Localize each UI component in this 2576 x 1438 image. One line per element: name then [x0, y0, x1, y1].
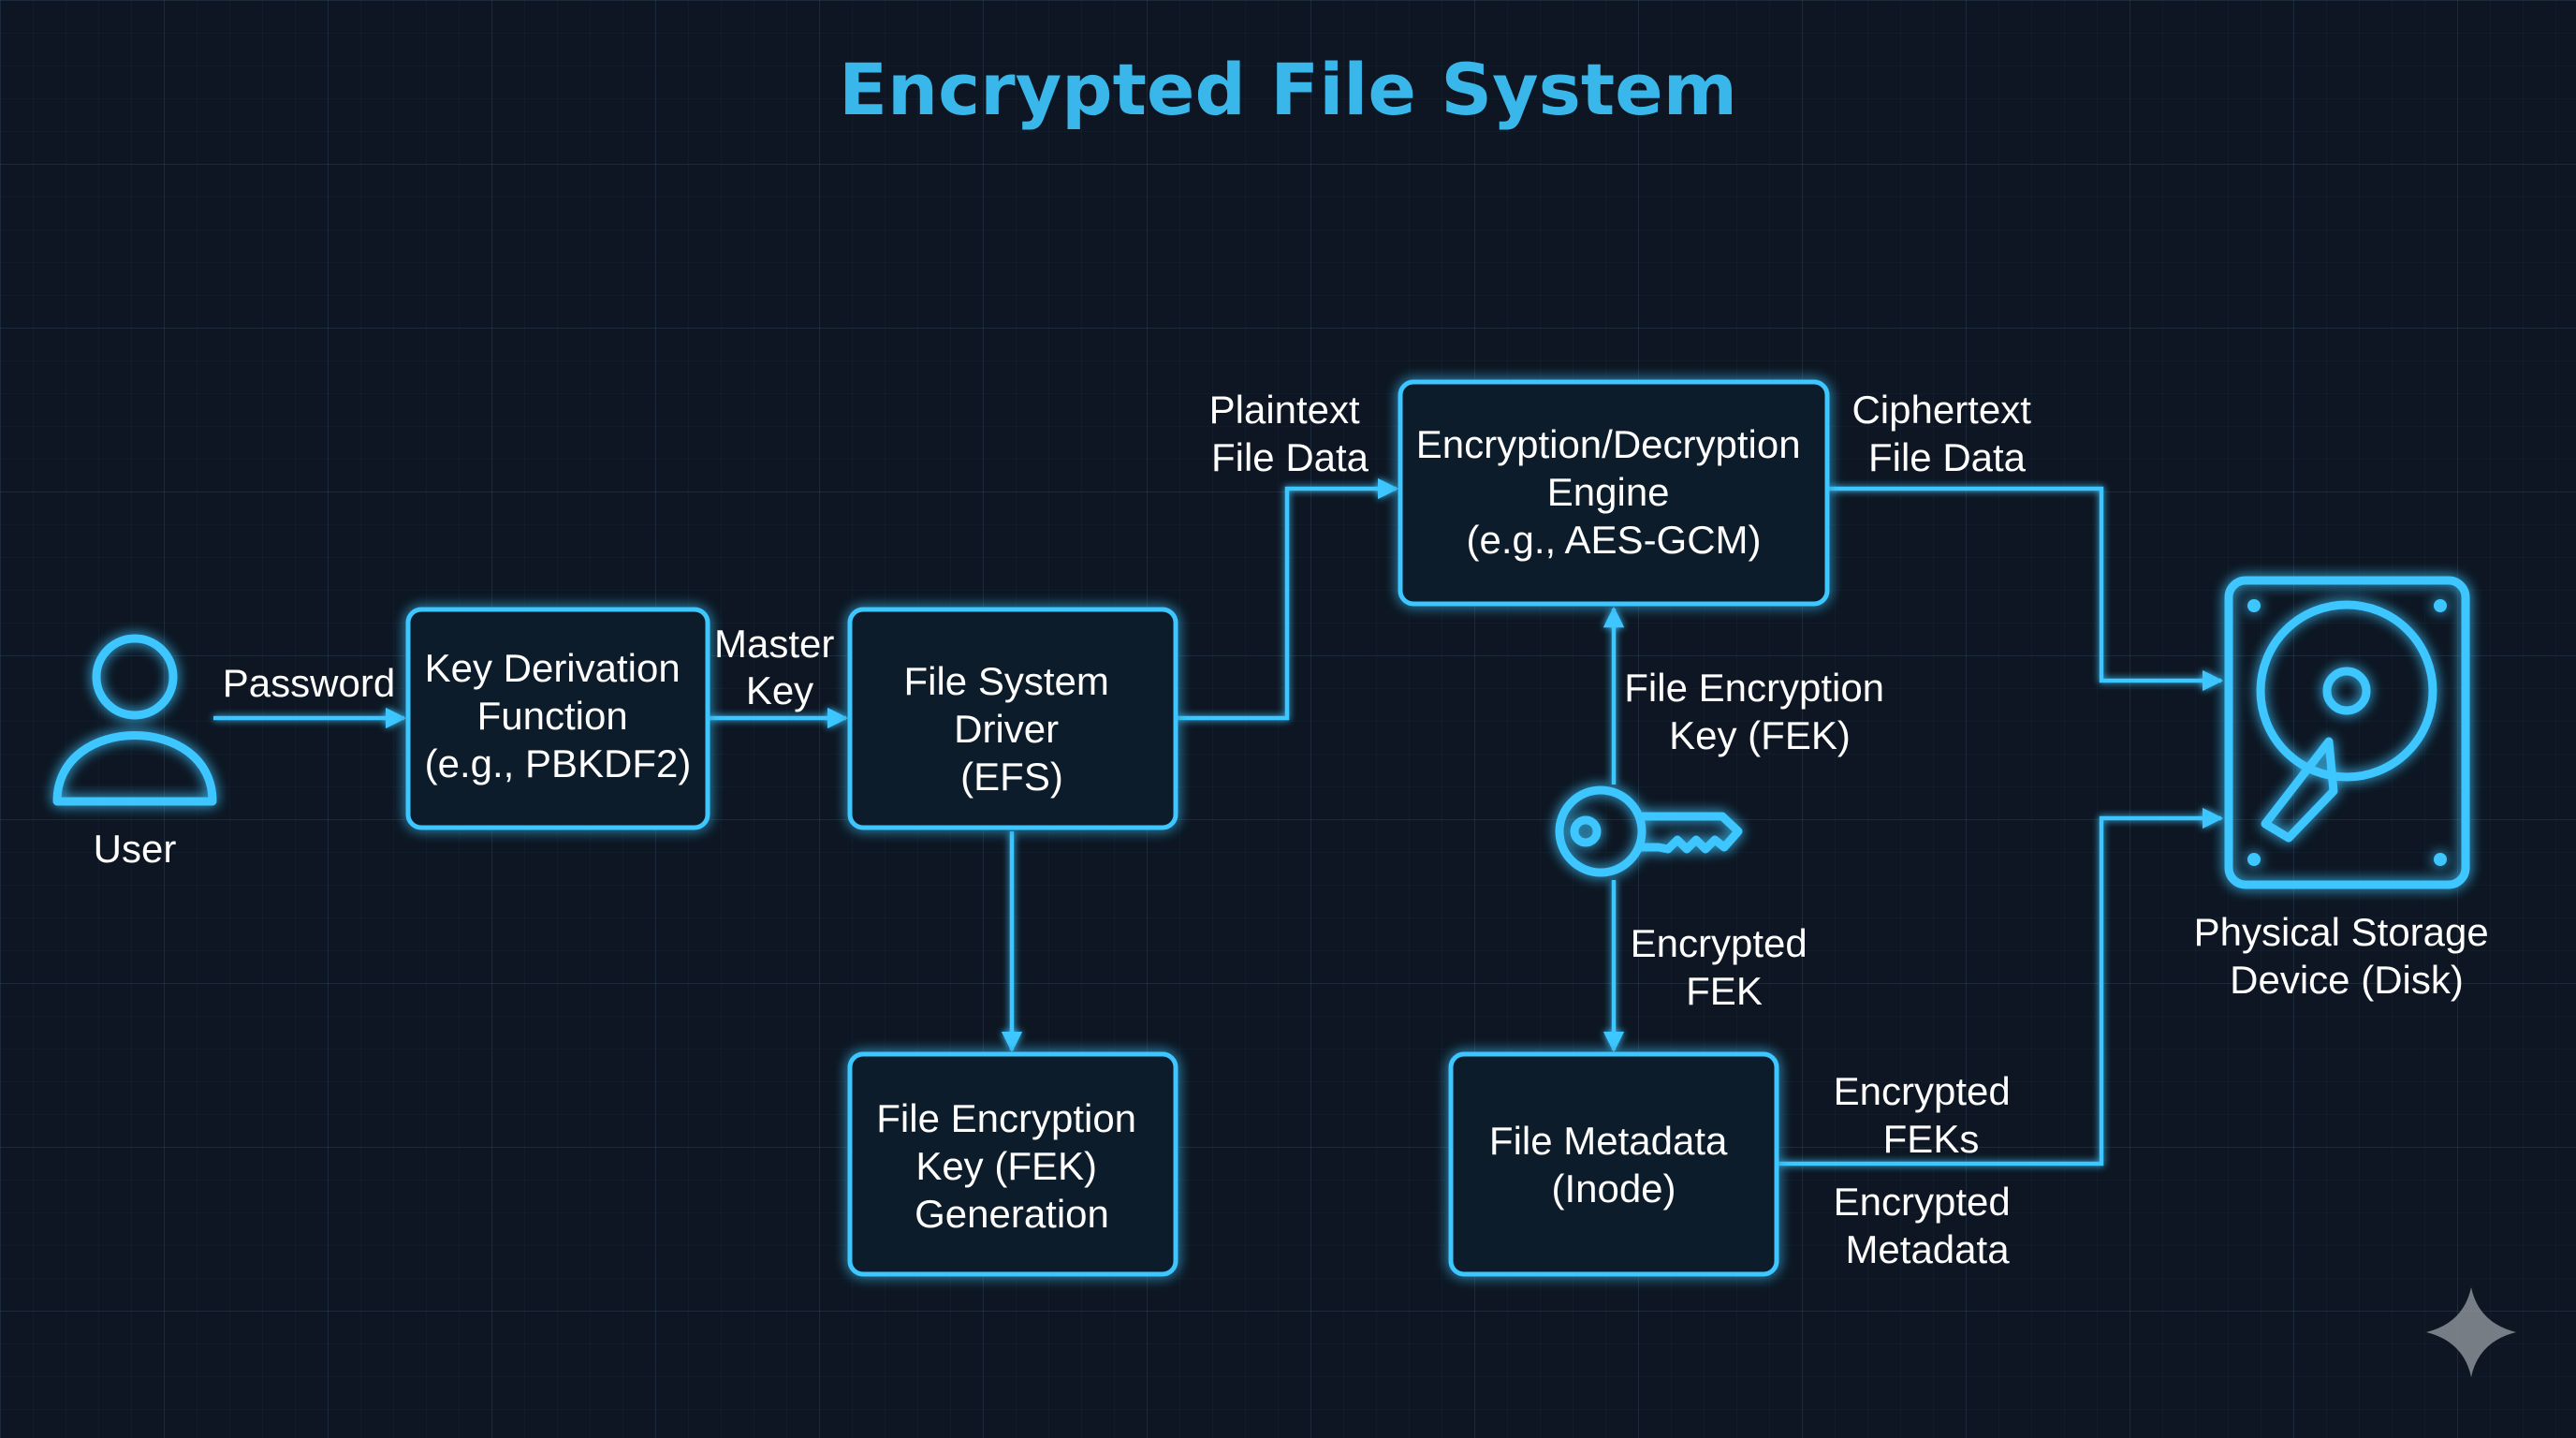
svg-text:Master Key: Master Key [714, 622, 845, 712]
engine-box: Encryption/Decryption Engine (e.g., AES-… [1398, 379, 1830, 607]
kdf-line-3: (e.g., PBKDF2) [425, 741, 692, 785]
label-ciphertext-2: File Data [1868, 435, 2027, 479]
connectors [213, 477, 2224, 1167]
fekgen-line-1: File Encryption [876, 1096, 1136, 1140]
label-encrypted-fek-1: Encrypted [1631, 921, 1808, 965]
metadata-line-1: File Metadata [1489, 1119, 1728, 1163]
key-icon [1555, 785, 1743, 877]
fs-driver-box: File System Driver (EFS) [847, 607, 1178, 830]
label-encrypted-metadata-2: Metadata [1845, 1227, 2010, 1271]
label-master-key-1: Master [714, 622, 834, 666]
arrow-plaintext [1176, 477, 1399, 721]
svg-text:Ciphertext File Data: Ciphertext File Data [1852, 388, 2042, 479]
label-encrypted-metadata-1: Encrypted [1834, 1180, 2011, 1224]
svg-text:Encryption/Decryption En: Encryption/Decryption Engine (e.g., AES-… [1416, 422, 1812, 562]
svg-text:Encrypted FEK: Encrypted FEK [1631, 921, 1819, 1013]
svg-text:Encrypted Metadata: Encrypted Metadata [1834, 1180, 2022, 1271]
svg-text:File Encryption Key (FEK: File Encryption Key (FEK) Generation [876, 1096, 1147, 1236]
fek-generation-box: File Encryption Key (FEK) Generation [847, 1051, 1178, 1277]
driver-line-1: File System [903, 659, 1108, 703]
storage-line-1: Physical Storage [2194, 910, 2489, 954]
kdf-box: Key Derivation Function (e.g., PBKDF2) [405, 607, 710, 830]
page-title: Encrypted File System [839, 48, 1737, 131]
label-plaintext-1: Plaintext [1209, 388, 1360, 432]
svg-text:Physical Storage Device (D: Physical Storage Device (Disk) [2194, 910, 2500, 1002]
label-master-key-2: Key [746, 668, 813, 712]
engine-line-1: Encryption/Decryption [1416, 422, 1801, 466]
label-fek-1: File Encryption [1624, 666, 1884, 710]
label-fek-2: Key (FEK) [1669, 713, 1851, 757]
label-plaintext-2: File Data [1211, 435, 1369, 479]
sparkle-icon [2426, 1287, 2516, 1377]
metadata-line-2: (Inode) [1551, 1167, 1676, 1211]
fekgen-line-2: Key (FEK) [915, 1144, 1097, 1188]
storage-line-2: Device (Disk) [2230, 958, 2464, 1002]
arrow-metadata-to-disk [1777, 807, 2224, 1167]
svg-text:Encrypted FEKs: Encrypted FEKs [1834, 1069, 2022, 1161]
label-encrypted-feks-2: FEKs [1883, 1117, 1980, 1161]
driver-line-3: (EFS) [960, 755, 1063, 799]
kdf-line-1: Key Derivation [425, 646, 681, 690]
engine-line-3: (e.g., AES-GCM) [1466, 518, 1761, 562]
label-password: Password [223, 661, 395, 705]
engine-line-2: Engine [1547, 470, 1670, 514]
metadata-box: File Metadata (Inode) [1448, 1051, 1779, 1277]
label-encrypted-feks-1: Encrypted [1834, 1069, 2011, 1113]
svg-text:Plaintext File Data: Plaintext File Data [1209, 388, 1371, 479]
arrow-ciphertext [1827, 486, 2224, 692]
svg-text:File Encryption Key (FEK): File Encryption Key (FEK) [1624, 666, 1895, 757]
user-icon [52, 634, 217, 806]
label-ciphertext-1: Ciphertext [1852, 388, 2031, 432]
kdf-line-2: Function [477, 694, 628, 738]
svg-text:File Metadata (Inode): File Metadata (Inode) [1489, 1119, 1738, 1211]
fekgen-line-3: Generation [915, 1192, 1109, 1236]
driver-line-2: Driver [954, 707, 1059, 751]
svg-text:File System Driver: File System Driver (EFS) [903, 659, 1120, 799]
label-encrypted-fek-2: FEK [1686, 969, 1763, 1013]
user-label: User [94, 827, 177, 871]
svg-text:Key Derivation Function: Key Derivation Function (e.g., PBKDF2) [425, 646, 692, 785]
hard-drive-icon [2224, 576, 2470, 889]
